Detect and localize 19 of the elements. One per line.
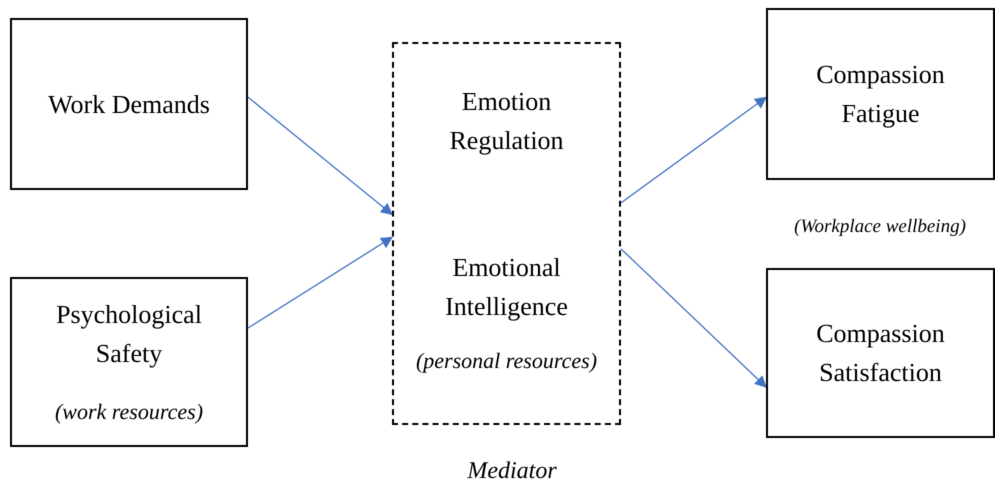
concept-text: Emotional Intelligence — [444, 252, 569, 323]
caption-text: Mediator — [467, 458, 557, 485]
concept-text: Psychological Safety — [55, 299, 203, 370]
arrow — [620, 96, 767, 204]
concept-box — [766, 8, 995, 180]
concept-text: Compassion Fatigue — [815, 59, 946, 130]
mediator-box — [392, 42, 621, 425]
concept-box — [10, 277, 248, 447]
group-label: (Workplace wellbeing) — [794, 216, 966, 238]
concept-text: Compassion Satisfaction — [815, 318, 946, 389]
arrow — [620, 248, 767, 388]
note-text: (personal resources) — [416, 347, 598, 375]
concept-box — [10, 18, 248, 190]
note-text: (work resources) — [54, 398, 204, 426]
concept-text: Emotion Regulation — [448, 86, 565, 157]
concept-text: Work Demands — [48, 88, 210, 120]
arrow — [248, 96, 393, 216]
concept-box — [766, 268, 995, 438]
arrow — [248, 236, 394, 329]
